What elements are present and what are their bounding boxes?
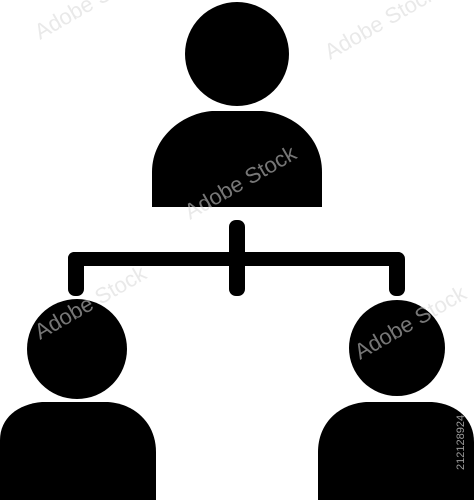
stock-id-label: 212128924 bbox=[455, 414, 467, 470]
left-person-body bbox=[0, 402, 156, 500]
watermark-brand-1: Adobe Stock bbox=[30, 0, 151, 44]
left-person-head bbox=[27, 299, 127, 399]
connector-vertical-left bbox=[68, 252, 84, 296]
right-person-body bbox=[318, 402, 474, 500]
connector-vertical-center bbox=[229, 252, 245, 296]
connector-lines bbox=[68, 220, 405, 296]
left-person-icon bbox=[0, 299, 156, 500]
connector-vertical-top bbox=[229, 220, 245, 260]
top-person-head bbox=[185, 2, 289, 106]
watermark-brand-2: Adobe Stock bbox=[320, 0, 441, 64]
top-person-body bbox=[152, 111, 322, 207]
connector-vertical-right bbox=[389, 252, 405, 296]
right-person-icon bbox=[318, 300, 474, 500]
top-person-icon bbox=[152, 2, 322, 207]
right-person-head bbox=[349, 300, 445, 396]
